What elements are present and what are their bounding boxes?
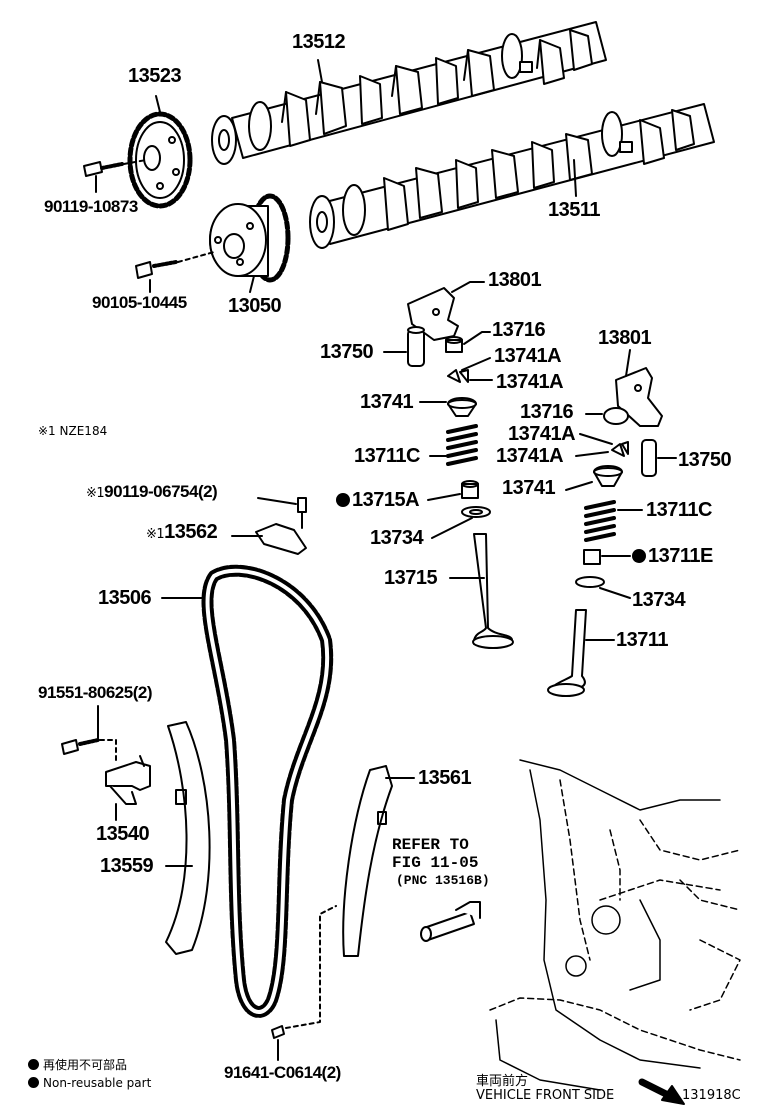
vehicle-front-arrow-icon [638, 1078, 685, 1105]
legend-dot-icon [28, 1059, 39, 1070]
valve-keepers-13741A-left [447, 357, 493, 383]
chain-guide-13561 [342, 765, 415, 957]
bolt-90119-10873 [83, 159, 147, 193]
label-13734-left: 13734 [370, 527, 424, 549]
vvt-gear-13050 [209, 193, 291, 293]
legend-non-reusable-en: Non-reusable part [28, 1076, 151, 1090]
label-90119-10873: 90119-10873 [44, 197, 138, 216]
refer-line-3: (PNC 13516B) [396, 873, 490, 888]
label-13741A-2: 13741A [496, 371, 564, 393]
vehicle-front-en: VEHICLE FRONT SIDE [476, 1088, 615, 1103]
chain-tensioner-13540 [105, 755, 151, 821]
non-reusable-dot-icon [632, 549, 646, 563]
label-13750-right: 13750 [678, 449, 732, 471]
label-13741-right: 13741 [502, 477, 556, 499]
label-13715: 13715 [384, 567, 438, 589]
label-13523: 13523 [128, 65, 182, 87]
label-13801-left: 13801 [488, 269, 542, 291]
shim-13716-right [585, 407, 629, 425]
stem-seal-13715A [427, 480, 479, 501]
label-91551-80625: 91551-80625(2) [38, 683, 152, 702]
timing-chain-13506 [161, 564, 334, 1018]
label-13734-right: 13734 [632, 589, 686, 611]
label-13512: 13512 [292, 31, 346, 53]
chain-slipper-13559 [165, 721, 211, 955]
retainer-13741-right [565, 465, 623, 491]
label-13741A-3: 13741A [508, 423, 576, 445]
bracket-13562 [231, 497, 307, 555]
washer-13734-right [575, 576, 631, 599]
label-13711E: 13711E [632, 546, 713, 566]
vehicle-front-jp: 車両前方 [476, 1074, 529, 1089]
label-90105-10445: 90105-10445 [92, 293, 187, 312]
model-note-name: NZE184 [59, 424, 108, 438]
bolt-91551-80625 [61, 705, 117, 765]
camshaft-13511 [309, 103, 715, 249]
lash-adjuster-13750-left [383, 326, 425, 367]
label-13741A-1: 13741A [494, 345, 562, 367]
marker-1: ※1 [86, 486, 105, 501]
camshaft-13512 [211, 21, 607, 165]
label-13562: ※113562 [146, 521, 218, 543]
spring-13711C-right [584, 500, 643, 542]
label-13711C-right: 13711C [646, 499, 712, 521]
valve-13715 [449, 533, 514, 649]
marker-2: ※1 [146, 527, 165, 542]
legend-non-reusable-jp: 再使用不可部品 [28, 1056, 127, 1073]
stem-seal-13711E [583, 549, 631, 565]
cam-sprocket-13523 [127, 95, 193, 209]
spring-13711C-left [429, 424, 478, 466]
label-90119-06754: ※190119-06754(2) [86, 482, 218, 501]
model-note: ※1 NZE184 [38, 424, 107, 438]
label-13741A-4: 13741A [496, 445, 564, 467]
camshaft-position-part-13516B [420, 901, 481, 942]
legend-dot-icon [28, 1077, 39, 1088]
shim-13716-left [445, 331, 491, 353]
label-13050: 13050 [228, 295, 282, 317]
label-13716-left: 13716 [492, 319, 546, 341]
label-13540: 13540 [96, 823, 150, 845]
label-13715A: 13715A [336, 490, 420, 510]
label-91641-C0614: 91641-C0614(2) [224, 1063, 341, 1082]
label-13561: 13561 [418, 767, 472, 789]
valve-13711 [547, 609, 615, 697]
figure-id: 131918C [682, 1088, 741, 1103]
bolt-90105-10445 [135, 251, 215, 293]
engine-block-outline [489, 759, 741, 1091]
label-13559: 13559 [100, 855, 154, 877]
bolt-91641-C0614 [271, 905, 337, 1061]
label-13506: 13506 [98, 587, 152, 609]
refer-line-1: REFER TO [392, 836, 469, 854]
non-reusable-dot-icon [336, 493, 350, 507]
label-13750-left: 13750 [320, 341, 374, 363]
model-note-mark: ※1 [38, 424, 56, 438]
label-13511: 13511 [548, 199, 601, 221]
label-13716-right: 13716 [520, 401, 574, 423]
retainer-13741-left [419, 397, 477, 417]
label-13711C-left: 13711C [354, 445, 420, 467]
lash-adjuster-13750-right [641, 439, 677, 477]
label-13711: 13711 [616, 629, 669, 651]
washer-13734-left [431, 506, 491, 539]
label-13741-left: 13741 [360, 391, 414, 413]
refer-line-2: FIG 11-05 [392, 854, 479, 872]
valve-keepers-13741A-right [575, 433, 629, 457]
label-13801-right: 13801 [598, 327, 652, 349]
refer-note: REFER TO FIG 11-05 (PNC 13516B) [392, 836, 490, 890]
